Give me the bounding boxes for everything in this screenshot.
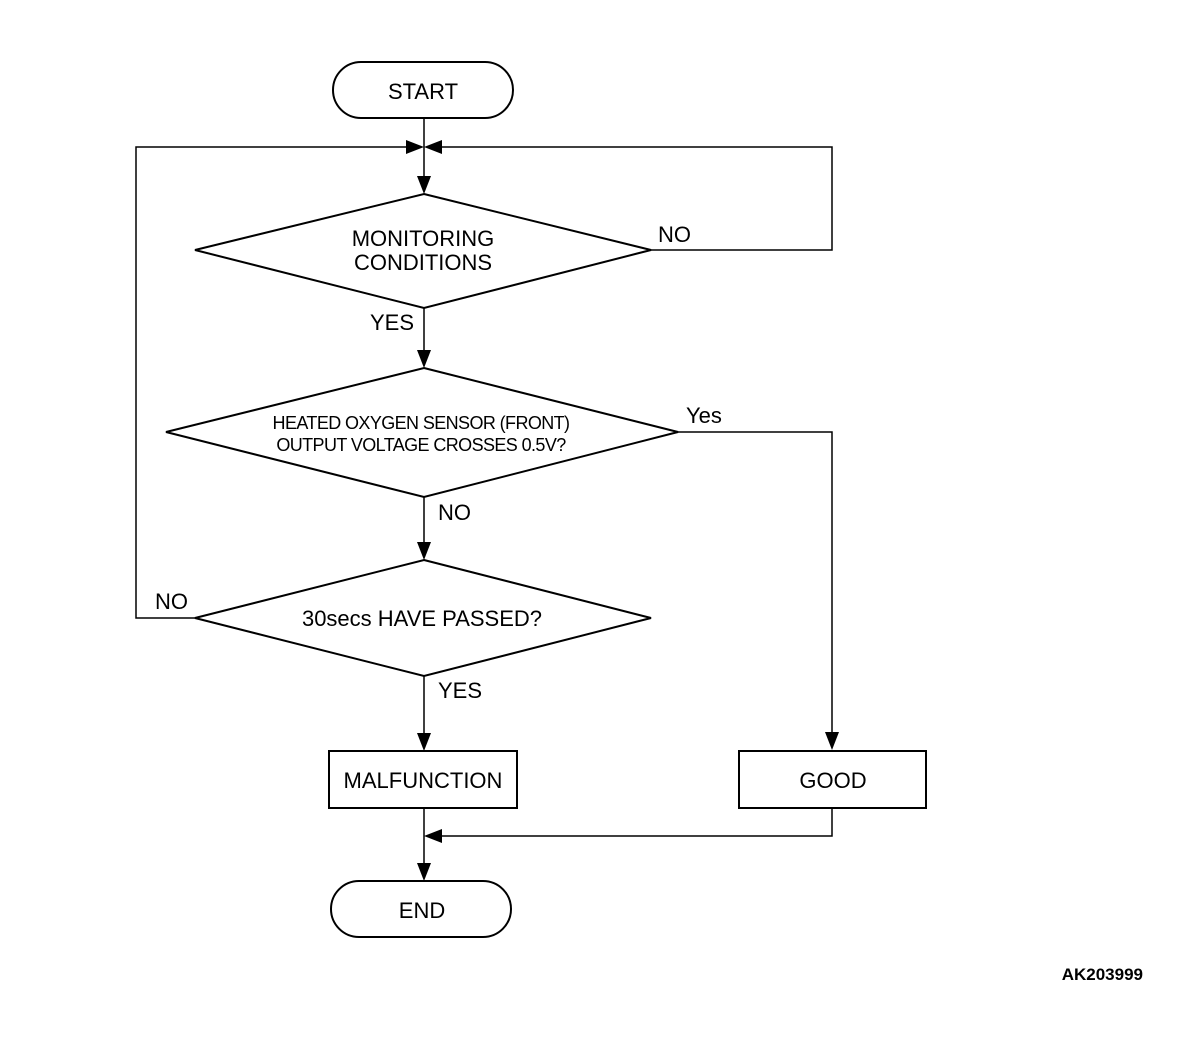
arrow-loop-right <box>424 140 442 154</box>
good-label: GOOD <box>799 768 866 793</box>
arrow-into-heated <box>417 350 431 368</box>
start-node: START <box>332 61 514 119</box>
arrowheads <box>406 140 839 881</box>
monitoring-conditions-decision: MONITORING CONDITIONS <box>194 192 652 310</box>
start-node-label: START <box>388 79 458 104</box>
monitoring-no-label: NO <box>658 222 691 247</box>
connector-passed-no-loop <box>135 146 406 619</box>
arrow-merge-from-good <box>424 829 442 843</box>
edge-labels: NO YES Yes NO NO YES <box>155 222 722 703</box>
end-node-label: END <box>399 898 445 923</box>
malfunction-box: MALFUNCTION <box>328 750 518 809</box>
malfunction-label: MALFUNCTION <box>344 768 503 793</box>
thirty-secs-decision: 30secs HAVE PASSED? <box>194 558 652 678</box>
arrow-into-malfunction <box>417 733 431 751</box>
connectors <box>135 118 833 867</box>
end-node: END <box>330 880 512 938</box>
heated-label-line2: OUTPUT VOLTAGE CROSSES 0.5V? <box>276 435 566 455</box>
arrow-into-end <box>417 863 431 881</box>
heated-label-line1: HEATED OXYGEN SENSOR (FRONT) <box>273 413 570 433</box>
arrow-into-passed <box>417 542 431 560</box>
connector-heated-yes-to-good <box>678 431 833 736</box>
heated-yes-label: Yes <box>686 403 722 428</box>
figure-id: AK203999 <box>1062 965 1143 984</box>
monitoring-yes-label: YES <box>370 310 414 335</box>
passed-yes-label: YES <box>438 678 482 703</box>
arrow-into-monitoring <box>417 176 431 194</box>
monitoring-label-line2: CONDITIONS <box>354 250 492 275</box>
heated-oxygen-sensor-decision: HEATED OXYGEN SENSOR (FRONT) OUTPUT VOLT… <box>165 366 679 499</box>
thirty-secs-label: 30secs HAVE PASSED? <box>302 606 542 631</box>
arrow-into-good <box>825 732 839 750</box>
connector-monitoring-no-loop <box>442 146 833 251</box>
heated-no-label: NO <box>438 500 471 525</box>
monitoring-label-line1: MONITORING <box>352 226 495 251</box>
arrow-loop-left <box>406 140 424 154</box>
passed-no-label: NO <box>155 589 188 614</box>
connector-good-to-end <box>442 808 833 837</box>
good-box: GOOD <box>738 750 927 809</box>
